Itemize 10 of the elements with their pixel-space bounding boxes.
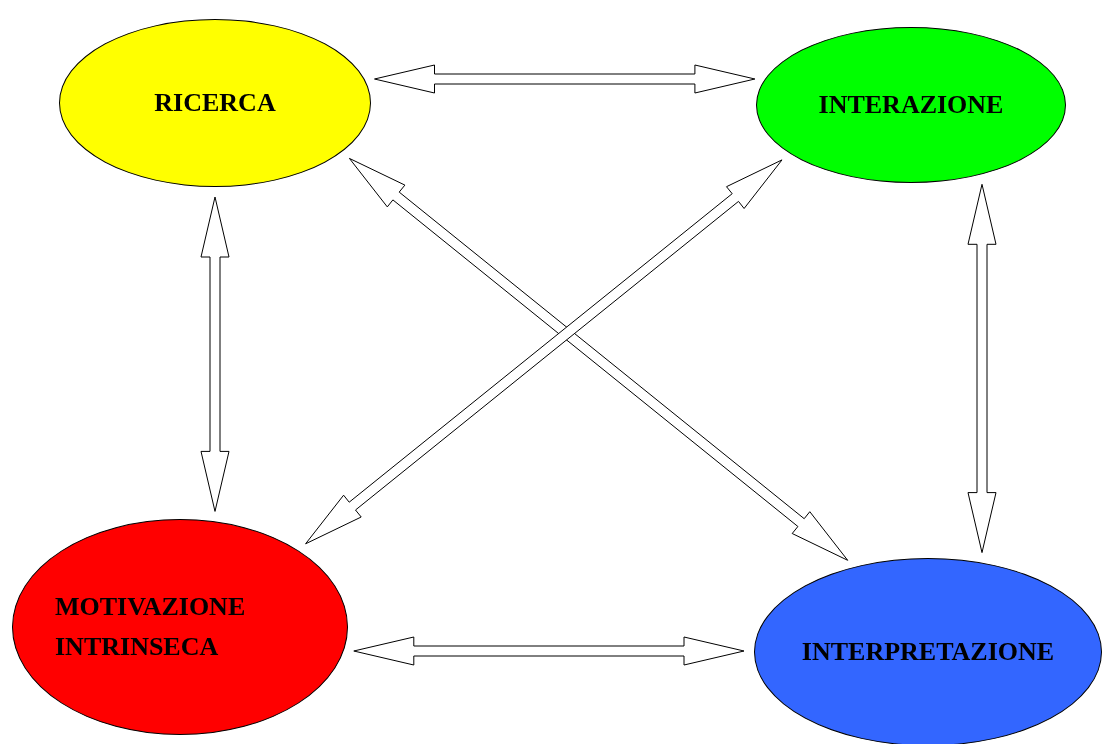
node-label: INTERPRETAZIONE (801, 635, 1055, 668)
double-arrow (348, 157, 849, 561)
node-label: INTERAZIONE (818, 88, 1004, 121)
node-label: MOTIVAZIONE INTRINSECA (55, 590, 247, 663)
node-label: RICERCA (154, 86, 276, 119)
double-arrow (967, 183, 997, 554)
double-arrow (200, 196, 230, 512)
double-arrow (353, 636, 745, 666)
double-arrow (305, 159, 783, 545)
double-arrow (374, 64, 756, 94)
